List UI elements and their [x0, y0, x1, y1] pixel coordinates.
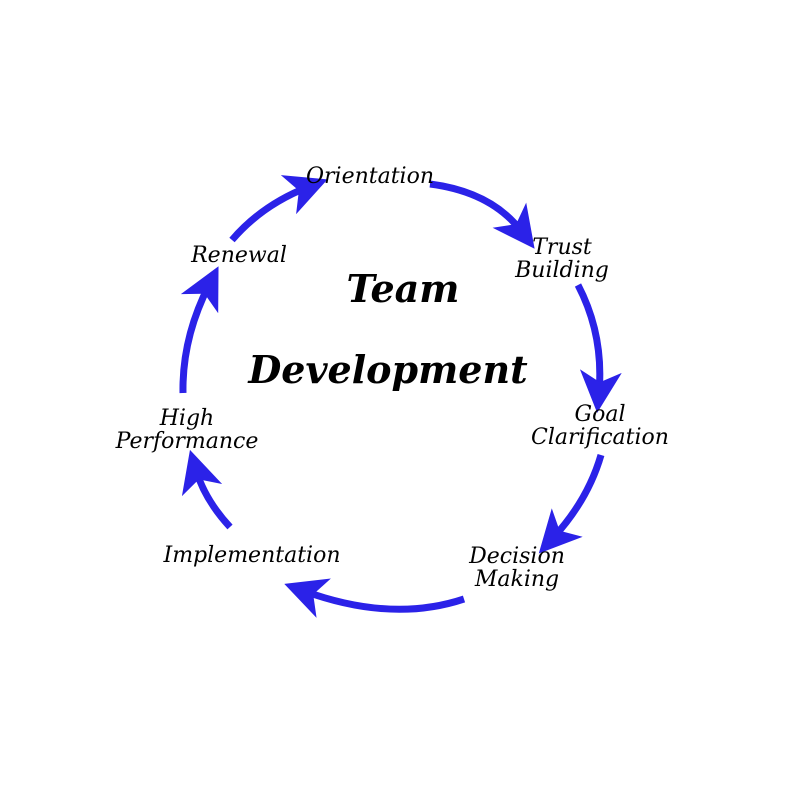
stage-label-line: Orientation: [305, 164, 435, 189]
stage-label-line: Decision: [469, 544, 565, 569]
stage-label-goal-clarification: Goal Clarification: [531, 403, 669, 449]
stage-label-line: Trust: [532, 235, 592, 260]
stage-label-line: Performance: [115, 429, 259, 454]
stage-label-trust-building: Trust Building: [515, 236, 609, 282]
stage-label-decision-making: Decision Making: [469, 545, 565, 591]
stage-label-renewal: Renewal: [191, 244, 287, 267]
stage-label-line: Clarification: [531, 425, 669, 450]
stage-label-high-performance: High Performance: [116, 407, 259, 453]
arrow-renewal-to-orientation: [229, 175, 328, 243]
arrow-high-performance-to-renewal: [179, 266, 219, 394]
stage-label-implementation: Implementation: [164, 544, 341, 567]
stage-label-orientation: Orientation: [306, 165, 434, 188]
arrow-trust-building-to-goal-clarification: [574, 283, 622, 413]
stage-label-line: Goal: [574, 402, 626, 427]
diagram-title-line-1: Team: [346, 266, 460, 311]
stage-label-line: Making: [474, 567, 560, 592]
arrow-implementation-to-high-performance: [181, 449, 233, 530]
stage-label-line: Implementation: [163, 543, 341, 568]
arrow-decision-making-to-implementation: [284, 578, 466, 618]
stage-label-line: Renewal: [191, 243, 287, 268]
arrow-orientation-to-trust-building: [429, 180, 535, 249]
diagram-title-line-2: Development: [248, 347, 528, 392]
stage-label-line: Building: [515, 258, 609, 283]
arrow-goal-clarification-to-decision-making: [538, 454, 605, 554]
stage-label-line: High: [159, 406, 215, 431]
